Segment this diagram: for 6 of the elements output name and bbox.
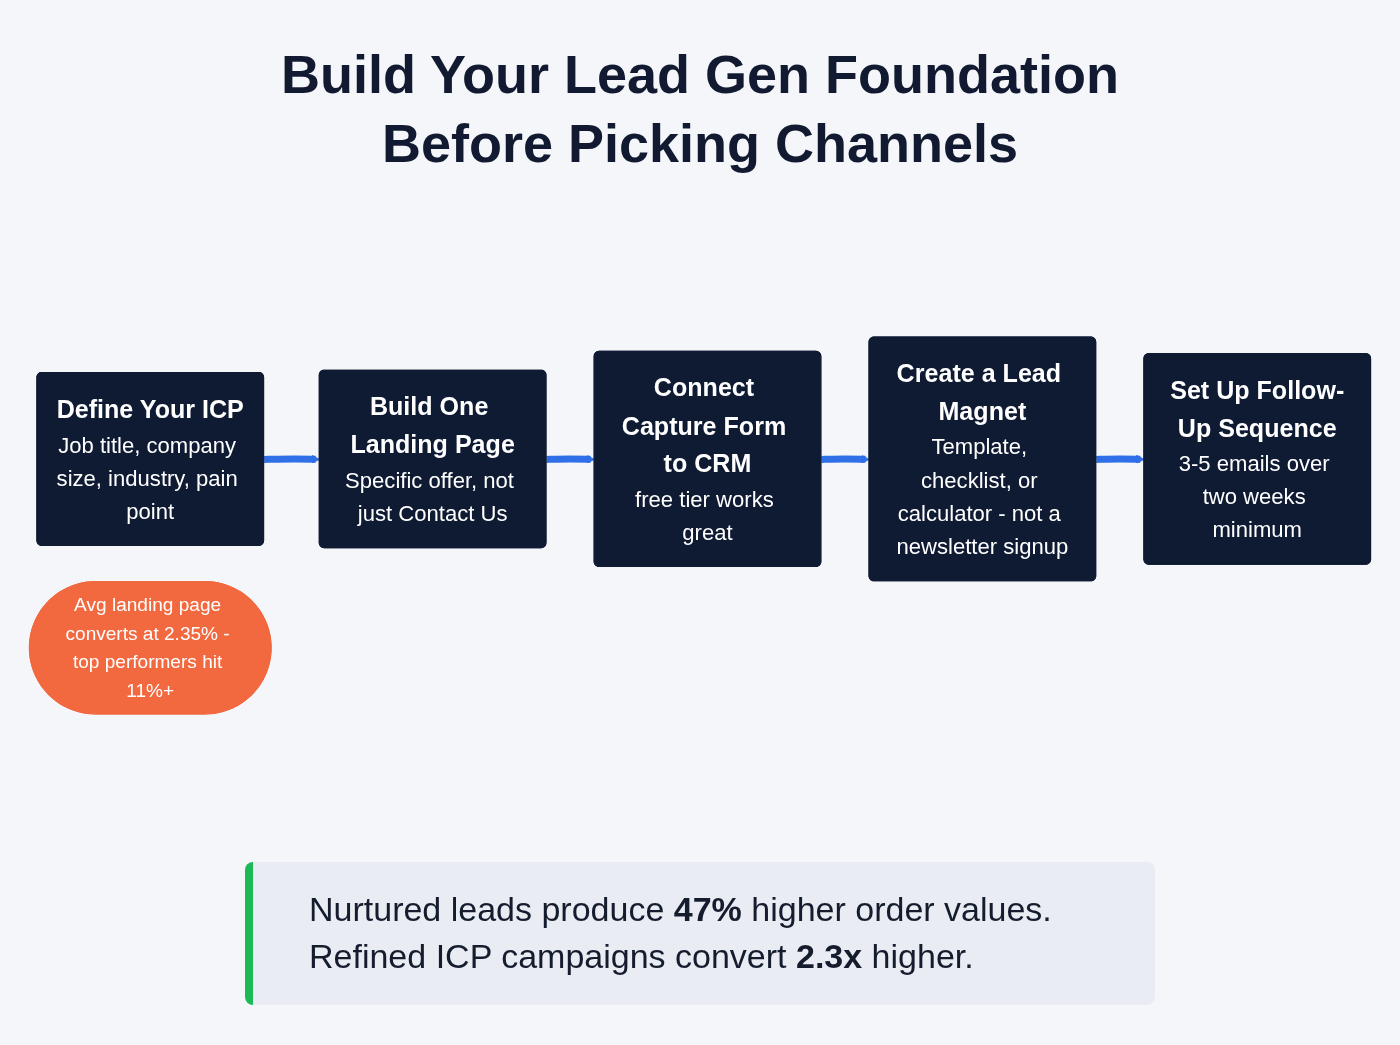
stat-note: Nurtured leads produce 47% higher order values. Refined ICP campaigns convert 2.3x higher. bbox=[245, 861, 1155, 1005]
arrow bbox=[1096, 454, 1145, 464]
arrow bbox=[546, 454, 596, 464]
title: Build Your Lead Gen Foundation Before Picking Channels bbox=[280, 43, 1120, 176]
arrow bbox=[821, 454, 870, 464]
arrow bbox=[264, 454, 321, 464]
